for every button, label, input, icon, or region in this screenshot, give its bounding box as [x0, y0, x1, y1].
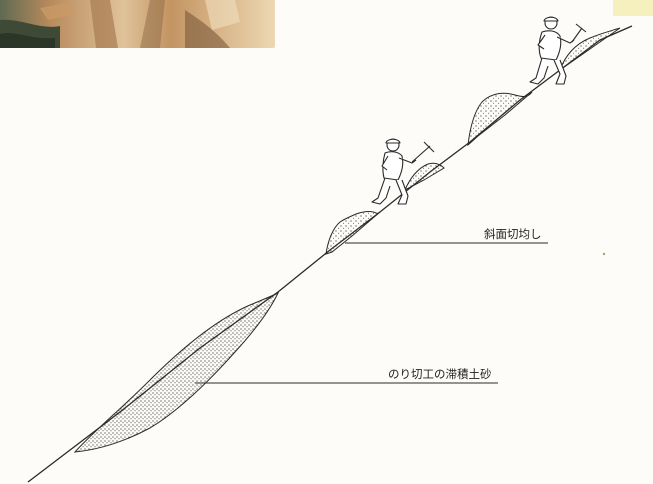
mound-worker-1	[404, 162, 445, 192]
yellow-header-strip	[613, 0, 653, 16]
rock-photo	[0, 0, 275, 48]
mound-worker-2	[559, 27, 621, 72]
label-sediment: のり切工の滞積土砂	[388, 367, 492, 381]
worker-figure-2	[529, 16, 587, 85]
worker-figure-1	[371, 138, 435, 205]
mound-middle	[467, 91, 533, 147]
speck	[602, 252, 606, 256]
label-slope-cut: 斜面切均し	[484, 227, 542, 241]
sediment-deposit	[73, 291, 280, 453]
slope-cut-mound	[325, 210, 381, 255]
